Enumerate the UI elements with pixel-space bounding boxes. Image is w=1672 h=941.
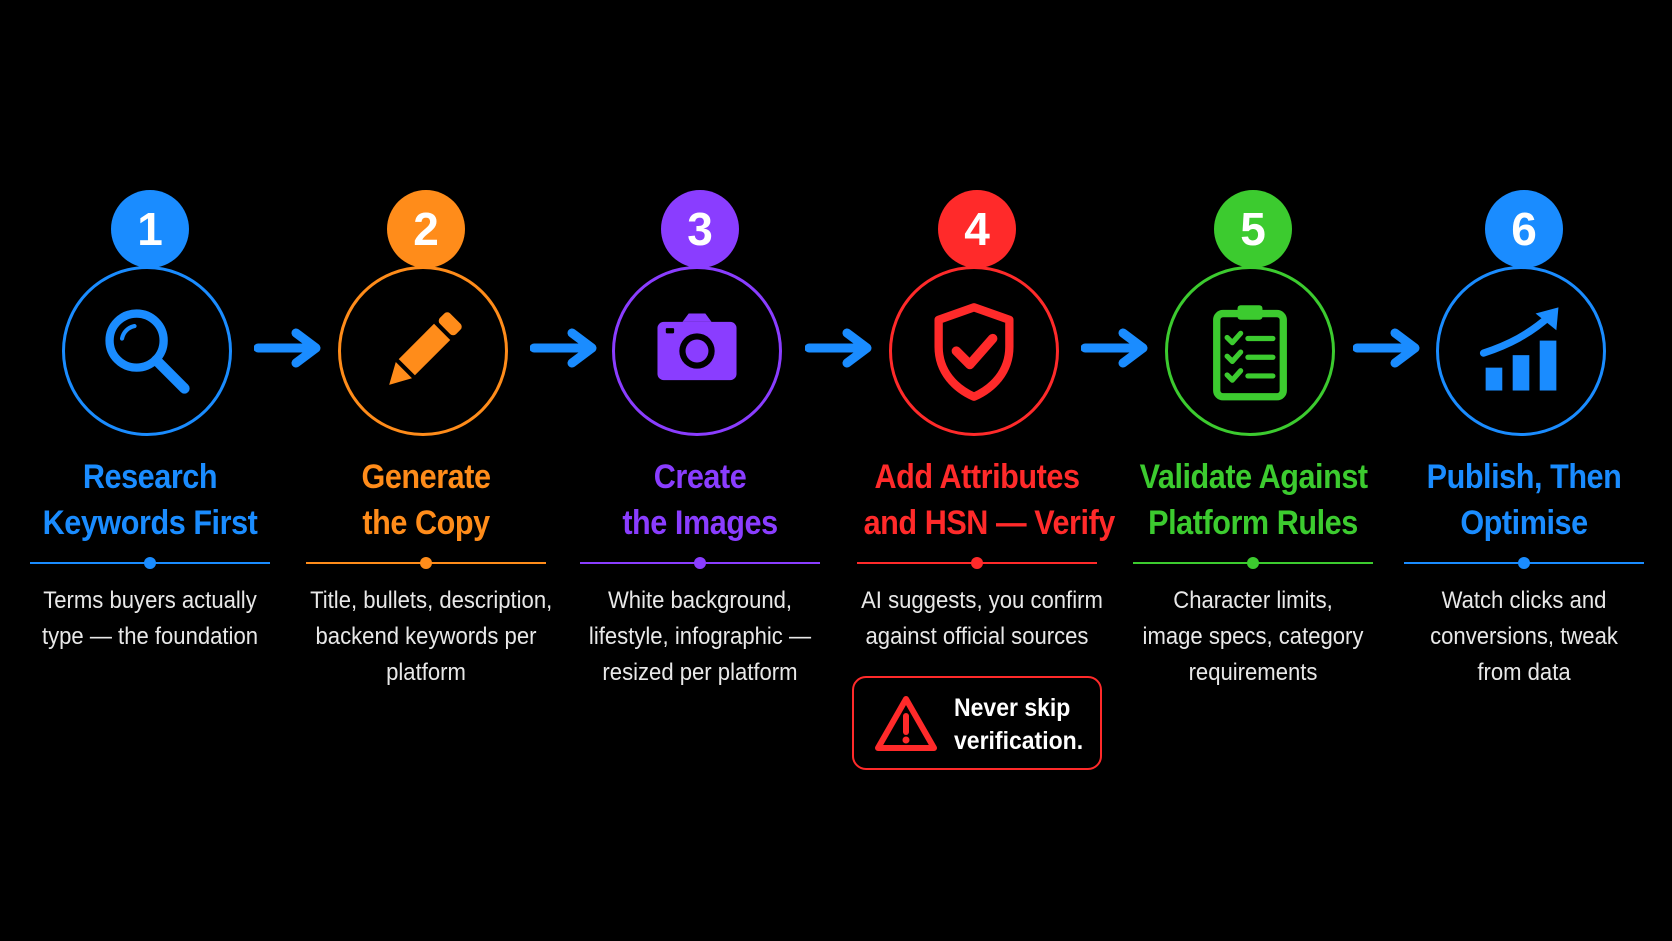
step-description-line: from data: [1477, 659, 1571, 686]
step-description-line: image specs, category: [1142, 623, 1364, 650]
step-icon-ring: [338, 266, 508, 436]
camera-icon: [657, 313, 737, 381]
step-title: Add Attributes and HSN — Verify: [863, 454, 1116, 546]
step-description: Terms buyers actually type — the foundat…: [34, 583, 266, 655]
step-title: Create the Images: [587, 454, 814, 546]
step-divider-dot: [144, 557, 156, 569]
step-title-line: Validate Against: [1139, 458, 1368, 496]
step-description-line: against official sources: [865, 623, 1089, 650]
warning-triangle-icon: [875, 696, 937, 751]
step-icon-ring: [612, 266, 782, 436]
step-title-line: the Images: [622, 504, 778, 542]
arrow-right-icon: [530, 328, 597, 368]
step-title: Research Keywords First: [37, 454, 264, 546]
step-title-line: Publish, Then: [1426, 458, 1622, 496]
step-description: White background, lifestyle, infographic…: [584, 583, 816, 691]
step-divider-dot: [1247, 557, 1259, 569]
step-divider-dot: [420, 557, 432, 569]
step-icon-ring: [1436, 266, 1606, 436]
step-title-line: Platform Rules: [1148, 504, 1358, 542]
step-number-badge: 4: [938, 190, 1016, 268]
shield-check-icon: [934, 303, 1014, 401]
step-description-line: backend keywords per: [315, 623, 537, 650]
step-title-line: Add Attributes: [874, 458, 1080, 496]
step-2: 2 Generate the Copy Title, bullets, desc…: [300, 186, 552, 786]
step-title-line: Keywords First: [42, 504, 258, 542]
step-title-line: Generate: [361, 458, 491, 496]
step-divider-dot: [971, 557, 983, 569]
step-description-line: Character limits,: [1173, 587, 1333, 614]
step-description-line: requirements: [1188, 659, 1318, 686]
step-title-line: the Copy: [362, 504, 490, 542]
step-title-line: Optimise: [1460, 504, 1588, 542]
arrow-right-icon: [1081, 328, 1148, 368]
step-icon-ring: [889, 266, 1059, 436]
step-title-line: Create: [653, 458, 747, 496]
pencil-icon: [389, 312, 462, 385]
step-1: 1 Research Keywords First Terms buyers a…: [24, 186, 276, 786]
step-description-line: lifestyle, infographic —: [588, 623, 812, 650]
step-description-line: resized per platform: [602, 659, 798, 686]
step-divider-dot: [694, 557, 706, 569]
magnifier-icon: [105, 309, 190, 394]
step-description-line: platform: [386, 659, 466, 686]
clipboard-checklist-icon: [1213, 305, 1287, 401]
step-description-line: White background,: [607, 587, 793, 614]
step-icon-ring: [62, 266, 232, 436]
step-description-line: type — the foundation: [41, 623, 259, 650]
warning-callout: Never skip verification.: [852, 676, 1102, 770]
step-description-line: Title, bullets, description,: [310, 587, 553, 614]
step-description-line: Watch clicks and: [1441, 587, 1607, 614]
step-description: Watch clicks and conversions, tweak from…: [1408, 583, 1640, 691]
step-title: Publish, Then Optimise: [1411, 454, 1638, 546]
growth-chart-icon: [1479, 307, 1559, 391]
arrow-right-icon: [1353, 328, 1420, 368]
step-description: Character limits, image specs, category …: [1137, 583, 1369, 691]
step-description: Title, bullets, description, backend key…: [310, 583, 553, 691]
step-description-line: Terms buyers actually: [43, 587, 257, 614]
step-divider-dot: [1518, 557, 1530, 569]
step-title: Validate Against Platform Rules: [1139, 454, 1368, 546]
step-number-badge: 1: [111, 190, 189, 268]
step-description-line: conversions, tweak: [1430, 623, 1618, 650]
step-5: 5 Validate Against Platform Rules Charac…: [1127, 186, 1379, 786]
step-4: 4 Add Attributes and HSN — Verify AI sug…: [851, 186, 1116, 786]
arrow-right-icon: [254, 328, 321, 368]
step-number-badge: 6: [1485, 190, 1563, 268]
step-number-badge: 2: [387, 190, 465, 268]
step-description: AI suggests, you confirm against officia…: [861, 583, 1103, 655]
step-3: 3 Create the Images White background, li…: [574, 186, 826, 786]
step-title-line: and HSN — Verify: [863, 504, 1116, 542]
step-number-badge: 3: [661, 190, 739, 268]
step-title: Generate the Copy: [313, 454, 540, 546]
arrow-right-icon: [805, 328, 872, 368]
step-description-line: AI suggests, you confirm: [861, 587, 1103, 614]
warning-text-line: Never skip: [954, 694, 1071, 722]
step-icon-ring: [1165, 266, 1335, 436]
step-title-line: Research: [82, 458, 218, 496]
step-number-badge: 5: [1214, 190, 1292, 268]
warning-text-line: verification.: [954, 727, 1084, 755]
warning-text: Never skip verification.: [954, 692, 1083, 758]
step-6: 6 Publish, Then Optimise Watch clicks an…: [1398, 186, 1650, 786]
